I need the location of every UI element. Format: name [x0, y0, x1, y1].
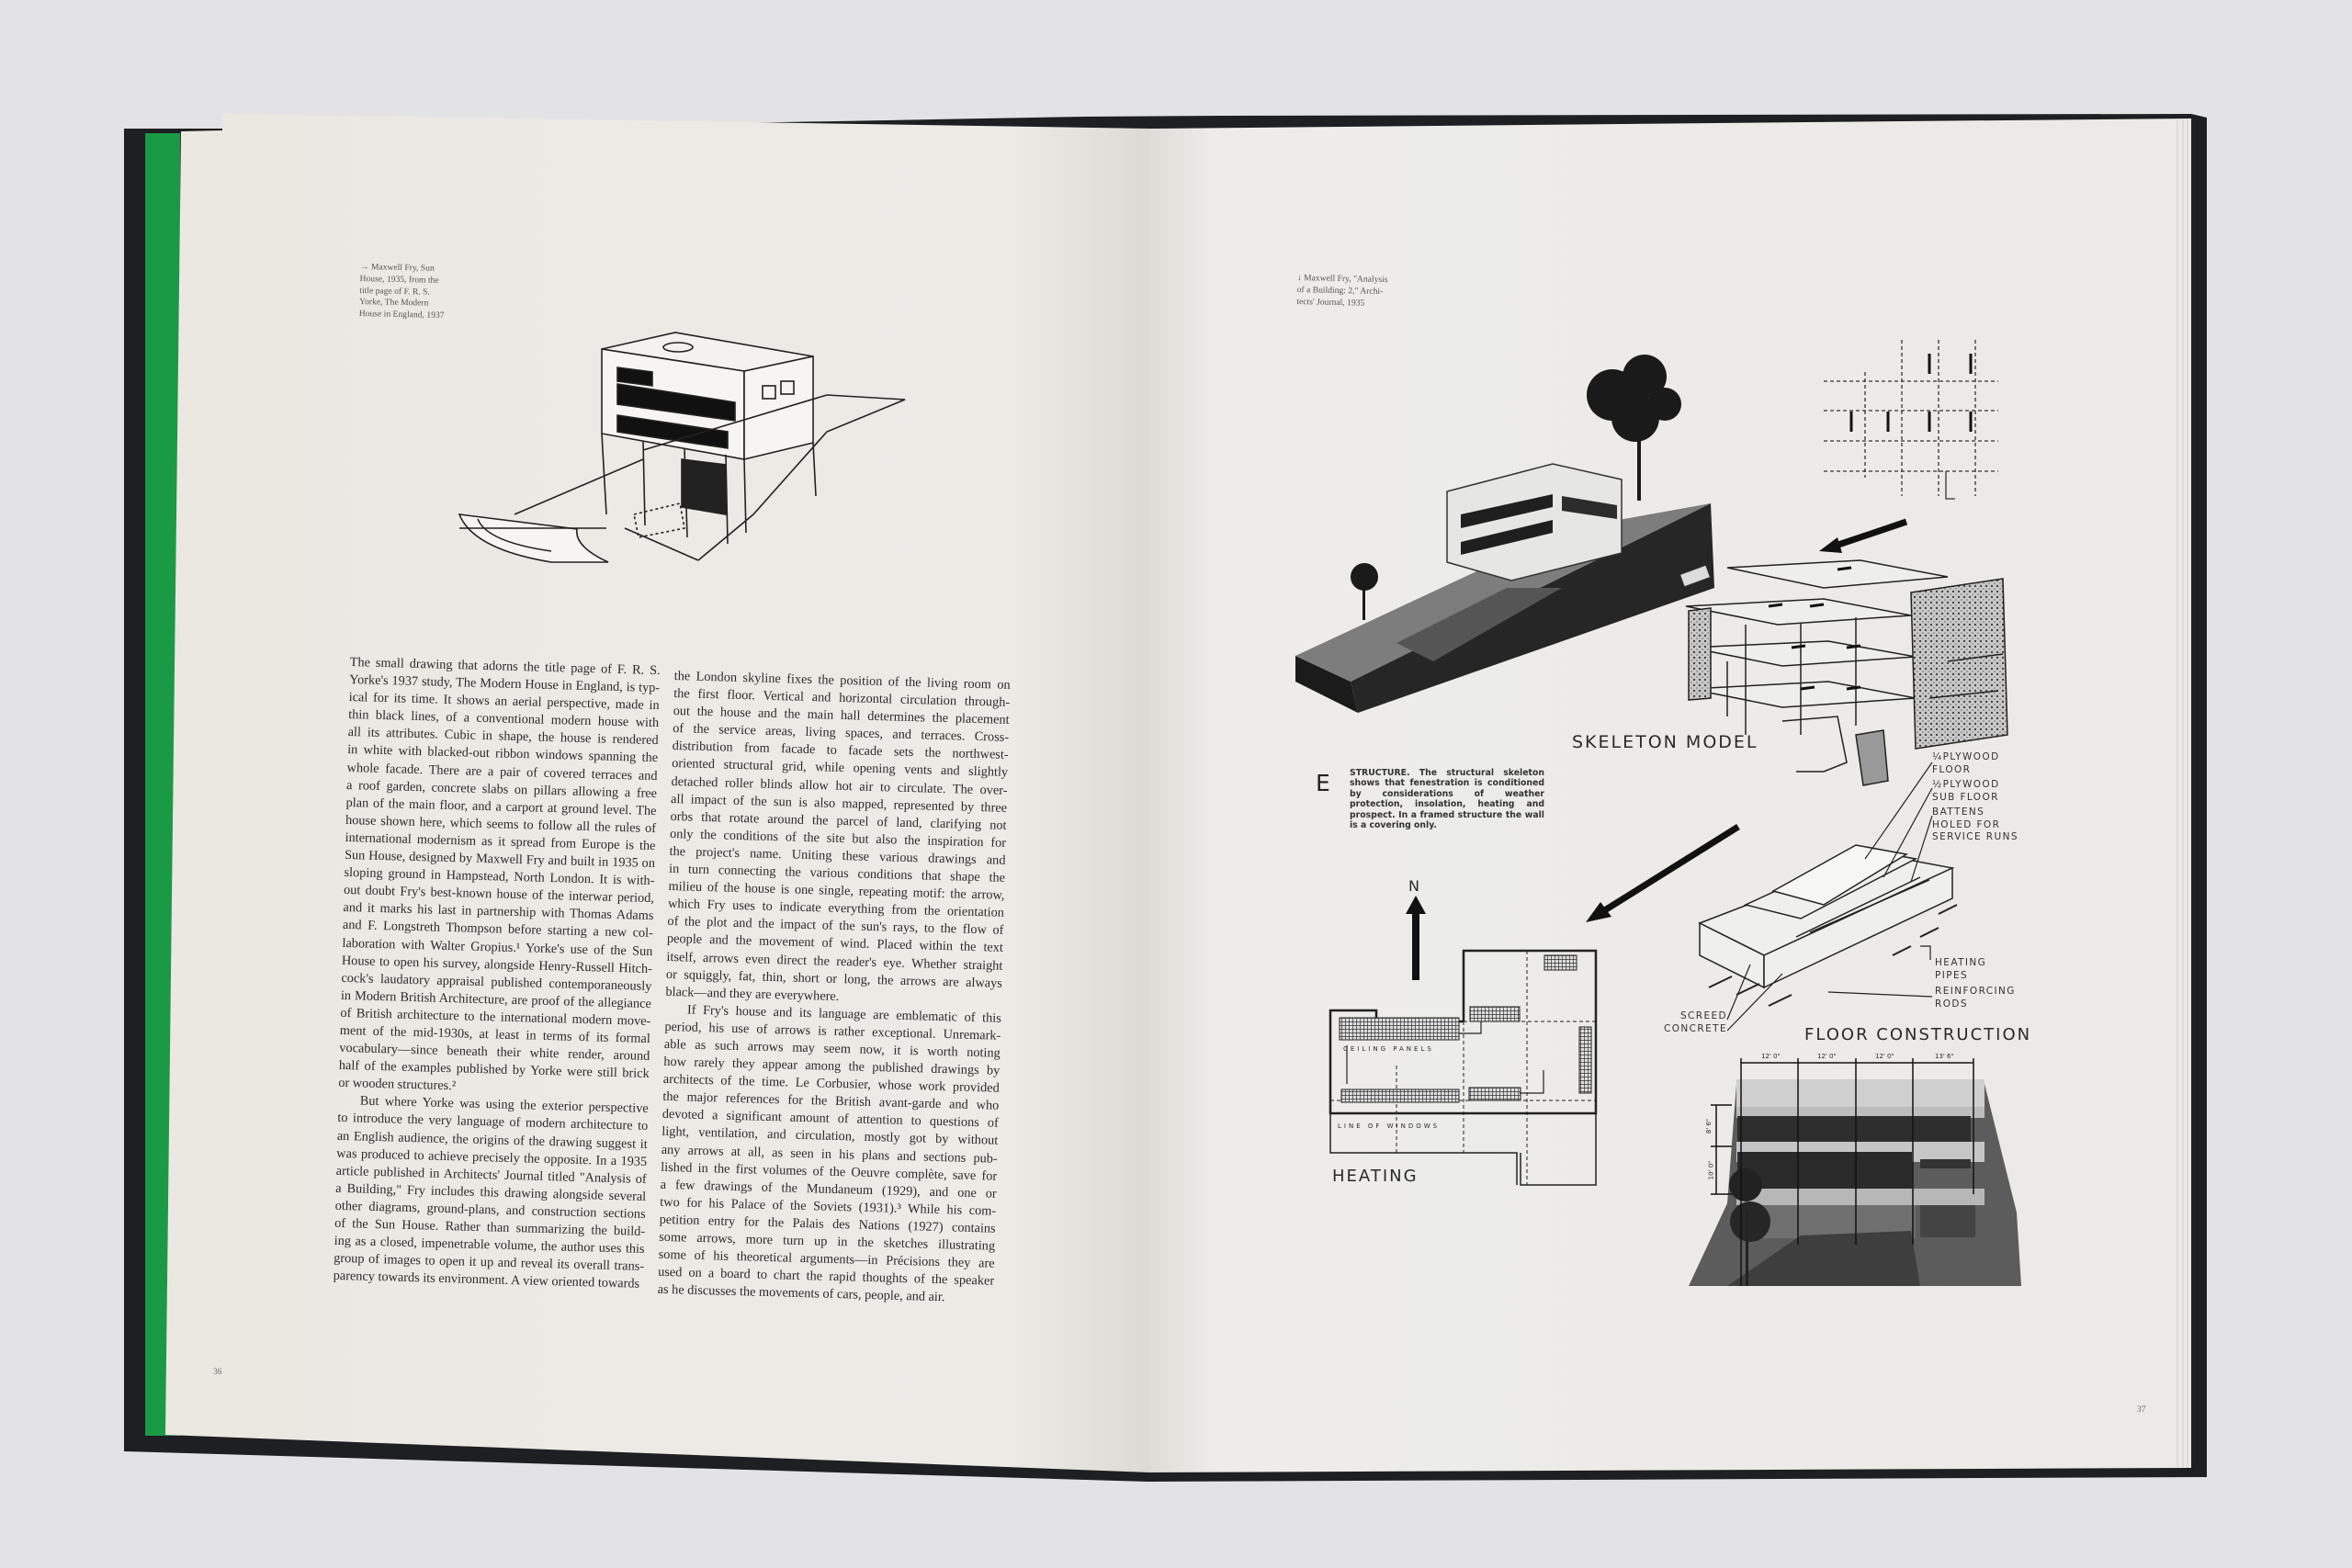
dimension-label: 12' 0" — [1875, 1053, 1894, 1060]
structural-grid-plan — [1824, 340, 1998, 500]
page-number-right: 37 — [2137, 1405, 2146, 1415]
callout-line: REINFORCING — [1935, 986, 2016, 997]
heating-plan — [1329, 949, 1598, 1186]
callout-line: RODS — [1935, 998, 1968, 1010]
callout-reinforcing-rods: REINFORCING RODS — [1935, 986, 2016, 1010]
tree-icon — [1351, 355, 1681, 620]
callout-line: FLOOR — [1932, 763, 1972, 775]
heating-label: HEATING — [1332, 1167, 1419, 1186]
sun-house-sketch — [458, 332, 906, 563]
callout-plywood-subfloor: ½PLYWOOD SUB FLOOR — [1932, 779, 2000, 804]
callout-line: SERVICE RUNS — [1932, 831, 2018, 842]
callout-line: CONCRETE — [1664, 1022, 1727, 1034]
caption-line: tects' Journal, 1935 — [1296, 296, 1365, 309]
floor-construction-label: FLOOR CONSTRUCTION — [1804, 1025, 2032, 1044]
callout-line: BATTENS — [1932, 807, 1985, 818]
page-number-left: 36 — [213, 1368, 222, 1377]
ceiling-panels-label: CEILING PANELS — [1343, 1045, 1434, 1053]
elevation-photo — [1689, 1058, 2021, 1286]
body-text-column-2: the London skyline fixes the position of… — [657, 668, 1010, 1308]
dimension-label: 13' 6" — [1935, 1053, 1954, 1060]
structure-note-text: STRUCTURE. The structural skeleton shows… — [1350, 768, 1544, 831]
dimension-label: 8' 6" — [1705, 1118, 1713, 1134]
callout-heating-pipes: HEATING PIPES — [1935, 957, 1986, 982]
callout-battens: BATTENS HOLED FOR SERVICE RUNS — [1932, 807, 2018, 844]
model-photo — [1295, 355, 1714, 713]
callout-line: SUB FLOOR — [1932, 791, 1999, 803]
caption-line: House in England, 1937 — [358, 309, 445, 321]
right-page — [1150, 118, 2191, 1472]
callout-plywood-floor: ¼PLYWOOD FLOOR — [1932, 751, 2000, 776]
callout-line: ¼PLYWOOD — [1932, 751, 2000, 762]
callout-line: PIPES — [1935, 969, 1969, 981]
callout-line: HEATING — [1935, 957, 1987, 968]
left-page — [165, 114, 1150, 1472]
callout-leaders — [1726, 761, 1933, 1032]
callout-screed-concrete: SCREED CONCRETE — [1661, 1010, 1727, 1035]
north-label: N — [1408, 877, 1419, 895]
dimension-label: 12' 0" — [1761, 1053, 1781, 1060]
body-text-column-1: The small drawing that adorns the title … — [333, 654, 660, 1293]
callout-line: ½PLYWOOD — [1932, 779, 2000, 790]
callout-line: HOLED FOR — [1932, 818, 2001, 830]
dimension-label: 10' 0" — [1707, 1160, 1715, 1180]
arrow-icon — [1586, 518, 1908, 922]
north-arrow-icon — [1406, 896, 1426, 980]
skeleton-model-diagram — [1685, 559, 2008, 786]
line-of-windows-label: LINE OF WINDOWS — [1338, 1122, 1441, 1130]
callout-line: SCREED — [1679, 1010, 1727, 1021]
section-letter: E — [1316, 770, 1330, 796]
dimension-label: 12' 0" — [1817, 1053, 1837, 1060]
skeleton-model-label: SKELETON MODEL — [1572, 732, 1758, 752]
floor-construction-diagram — [1698, 844, 1958, 1007]
